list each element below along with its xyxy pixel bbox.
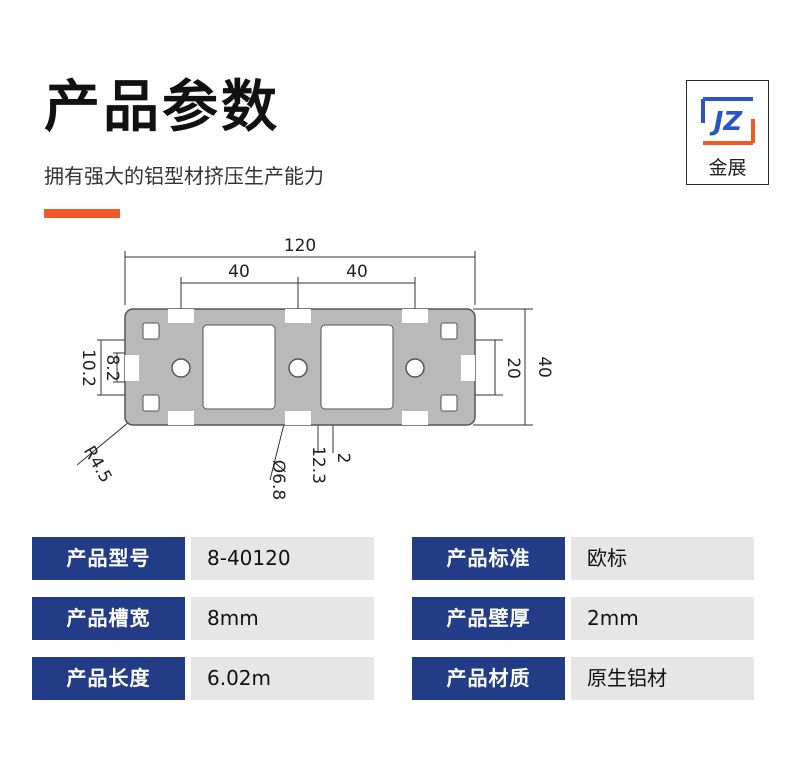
spec-value-standard: 欧标 xyxy=(571,537,754,580)
dim-slot-height: 20 xyxy=(503,357,523,379)
spec-value-model: 8-40120 xyxy=(191,537,374,580)
profile-drawing: 120 40 40 20 40 8.2 10.2 R4.5 Ø6.8 2 12.… xyxy=(76,236,554,500)
spec-value-wall-thickness: 2mm xyxy=(571,597,754,640)
dim-overall-height: 40 xyxy=(534,356,554,378)
dim-overall-width: 120 xyxy=(284,236,316,256)
spec-label-material: 产品材质 xyxy=(412,657,565,700)
dim-web: 12.3 xyxy=(308,446,328,484)
dim-right-pitch: 40 xyxy=(346,262,368,282)
spec-label-slot-width: 产品槽宽 xyxy=(32,597,185,640)
spec-label-wall-thickness: 产品壁厚 xyxy=(412,597,565,640)
spec-value-material: 原生铝材 xyxy=(571,657,754,700)
dim-corner-radius: R4.5 xyxy=(79,443,116,487)
spec-label-standard: 产品标准 xyxy=(412,537,565,580)
brand-logo: JZ 金展 xyxy=(686,80,769,185)
dim-wall: 2 xyxy=(333,453,353,464)
jz-logo-icon: JZ xyxy=(701,97,755,145)
spec-value-slot-width: 8mm xyxy=(191,597,374,640)
dim-slot-depth: 10.2 xyxy=(78,349,98,387)
profile-section xyxy=(124,308,476,426)
spec-label-model: 产品型号 xyxy=(32,537,185,580)
dim-slot-opening: 8.2 xyxy=(102,354,122,381)
dim-hole-diameter: Ø6.8 xyxy=(268,460,288,500)
page-subtitle: 拥有强大的铝型材挤压生产能力 xyxy=(44,164,324,188)
page-title: 产品参数 xyxy=(44,75,280,140)
brand-name: 金展 xyxy=(708,157,747,179)
spec-value-length: 6.02m xyxy=(191,657,374,700)
logo-mark: JZ xyxy=(709,107,744,137)
accent-bar xyxy=(44,209,120,218)
dim-left-pitch: 40 xyxy=(228,262,250,282)
spec-label-length: 产品长度 xyxy=(32,657,185,700)
